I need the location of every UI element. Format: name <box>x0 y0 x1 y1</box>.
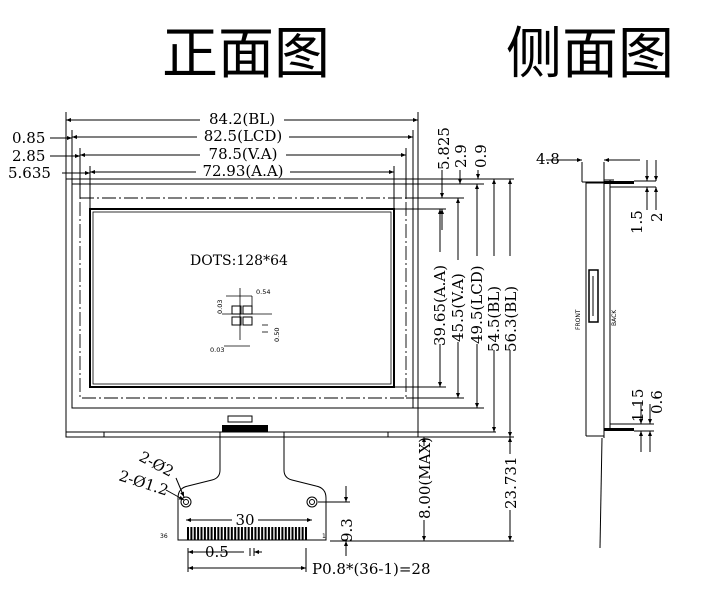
height-aa-label: 39.65(A.A) <box>431 265 449 346</box>
fpc-max-label: 8.00(MAX) <box>416 437 434 519</box>
back-label: BACK <box>611 309 618 326</box>
fpc-pin <box>193 527 196 540</box>
fpc-pin <box>281 527 284 540</box>
fpc-pin <box>261 527 264 540</box>
pixel-size-label: 0.50 <box>273 328 281 342</box>
fpc-pin <box>254 527 257 540</box>
fpc-pins <box>187 527 307 540</box>
pixel-gap-h-label: 0.03 <box>210 346 224 354</box>
fpc-pin <box>267 527 270 540</box>
fpc-pin <box>197 527 200 540</box>
side-view: FRONT BACK 4.8 1.5 2 1.15 0.6 <box>536 150 666 549</box>
fpc-pin <box>264 527 267 540</box>
pin-first-label: 1 <box>322 533 326 540</box>
dots-label: DOTS:128*64 <box>190 253 288 269</box>
active-area-outline <box>89 208 395 388</box>
fpc-pin <box>207 527 210 540</box>
offset-top-aa-label: 5.825 <box>435 127 453 170</box>
fpc-pin <box>301 527 304 540</box>
side-bottom-a-label: 1.15 <box>629 389 647 422</box>
fpc-pin <box>257 527 260 540</box>
height-bl-label: 54.5(BL) <box>485 286 503 352</box>
width-bl-label: 84.2(BL) <box>209 110 275 128</box>
fpc-pin <box>274 527 277 540</box>
fpc-pin <box>298 527 301 540</box>
hole-height-label: 9.3 <box>338 518 356 542</box>
side-top-plate <box>604 181 634 184</box>
fpc-pin <box>230 527 233 540</box>
side-bottom-plate <box>604 428 634 431</box>
height-va-label: 45.5(V.A) <box>449 273 467 342</box>
height-overall-label: 56.3(BL) <box>502 286 520 352</box>
viewing-area-outline <box>79 197 407 399</box>
offset-aa-label: 5.635 <box>8 164 51 182</box>
fpc-pin <box>237 527 240 540</box>
fpc-pin <box>240 527 243 540</box>
offset-top-lcd-label: 0.9 <box>472 144 490 168</box>
side-top-a-label: 1.5 <box>628 210 646 234</box>
height-lcd-label: 49.5(LCD) <box>468 265 486 344</box>
side-thickness-label: 4.8 <box>536 150 560 168</box>
fpc-pin <box>294 527 297 540</box>
fpc-pin <box>288 527 291 540</box>
fpc-pin <box>251 527 254 540</box>
pin-width-label: 0.5 <box>205 543 229 561</box>
fpc-pin <box>305 527 307 540</box>
fpc-pin <box>200 527 203 540</box>
fpc-pin <box>187 527 189 540</box>
width-va-label: 78.5(V.A) <box>209 145 278 163</box>
backlight-outline <box>65 178 419 438</box>
fpc-pin <box>247 527 250 540</box>
fpc-pin <box>203 527 206 540</box>
front-view: DOTS:128*64 0.54 0.03 0.03 0.50 <box>8 110 520 578</box>
fpc-pin <box>244 527 247 540</box>
fpc-pin <box>217 527 220 540</box>
width-lcd-label: 82.5(LCD) <box>204 127 283 145</box>
fpc-pin <box>224 527 227 540</box>
pixel-detail: 0.54 0.03 0.03 0.50 <box>210 288 281 354</box>
front-view-title: 正面图 <box>162 22 330 87</box>
fpc-pin <box>278 527 281 540</box>
fpc-pin <box>190 527 193 540</box>
fpc-pin <box>210 527 213 540</box>
pitch-formula-label: P0.8*(36-1)=28 <box>312 560 431 578</box>
offset-top-va-label: 2.9 <box>452 144 470 168</box>
fpc-pin <box>227 527 230 540</box>
fpc-pin <box>213 527 216 540</box>
lcd-glass-outline <box>71 183 414 409</box>
offset-lcd-label: 0.85 <box>12 129 45 147</box>
hole-spacing-label: 30 <box>235 511 254 529</box>
width-aa-label: 72.93(A.A) <box>202 162 283 180</box>
pixel-pitch-label: 0.54 <box>256 288 270 296</box>
fpc-pin <box>234 527 237 540</box>
side-top-b-label: 2 <box>648 212 666 222</box>
pixel-gap-v-label: 0.03 <box>216 300 224 314</box>
fpc-pin <box>271 527 274 540</box>
pin-last-label: 36 <box>160 533 168 540</box>
fpc-pin <box>284 527 287 540</box>
fpc-pin <box>220 527 223 540</box>
side-view-title: 侧面图 <box>506 22 674 87</box>
fpc-total-label: 23.731 <box>502 457 520 510</box>
front-label: FRONT <box>575 309 582 330</box>
fpc-pin <box>291 527 294 540</box>
offset-va-label: 2.85 <box>12 147 45 165</box>
fpc-cable: 36 1 30 9.3 0.5 P0.8*(36-1)=28 2-Ø2 2-Ø1… <box>117 425 431 578</box>
side-bottom-b-label: 0.6 <box>648 390 666 414</box>
